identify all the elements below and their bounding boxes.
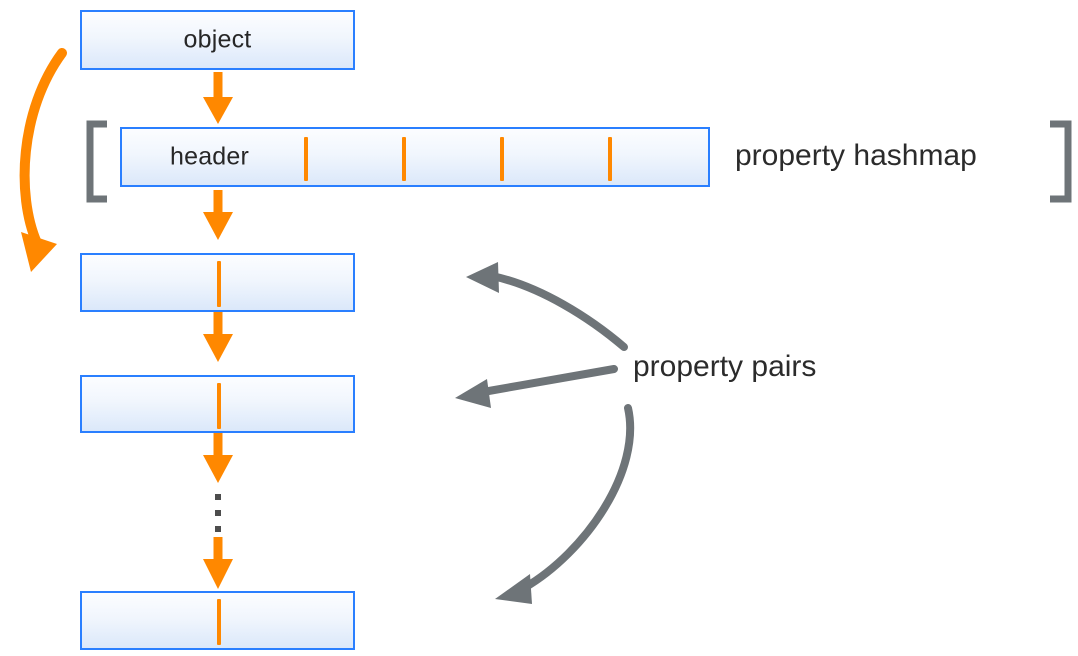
bracket-left xyxy=(86,120,107,203)
property-pair-box-3[interactable] xyxy=(80,591,355,650)
property-pair-box-2[interactable] xyxy=(80,375,355,433)
hashmap-slot-tick-3 xyxy=(500,137,504,181)
arrow-ellipsis-to-pair3 xyxy=(203,537,233,589)
property-pairs-caption: property pairs xyxy=(633,350,817,383)
property-pair-divider-1 xyxy=(217,261,221,307)
property-pair-divider-2 xyxy=(217,383,221,429)
arrow-pairs-top xyxy=(466,262,628,351)
property-hashmap-bar[interactable]: header xyxy=(120,127,710,187)
arrow-header-to-pair1 xyxy=(203,190,233,240)
hashmap-slot-tick-2 xyxy=(402,137,406,181)
arrow-pairs-bottom xyxy=(495,404,635,604)
hashmap-slot-tick-4 xyxy=(608,137,612,181)
hashmap-slot-tick-1 xyxy=(304,137,308,181)
arrow-pair1-to-pair2 xyxy=(203,312,233,362)
property-hashmap-caption: property hashmap xyxy=(735,139,977,172)
property-pair-box-1[interactable] xyxy=(80,253,355,312)
arrow-object-to-pair1-curve xyxy=(19,48,67,272)
arrow-pair2-to-ellipsis xyxy=(203,433,233,483)
object-box[interactable]: object xyxy=(80,10,355,70)
object-box-label: object xyxy=(183,25,252,54)
ellipsis-dot-1 xyxy=(215,494,221,500)
ellipsis-dot-3 xyxy=(215,526,221,532)
arrow-pairs-middle xyxy=(455,365,618,408)
property-pair-divider-3 xyxy=(217,599,221,645)
bracket-right xyxy=(1050,120,1072,203)
ellipsis-dot-2 xyxy=(215,510,221,516)
header-label: header xyxy=(170,142,250,171)
arrow-object-to-header xyxy=(203,72,233,124)
